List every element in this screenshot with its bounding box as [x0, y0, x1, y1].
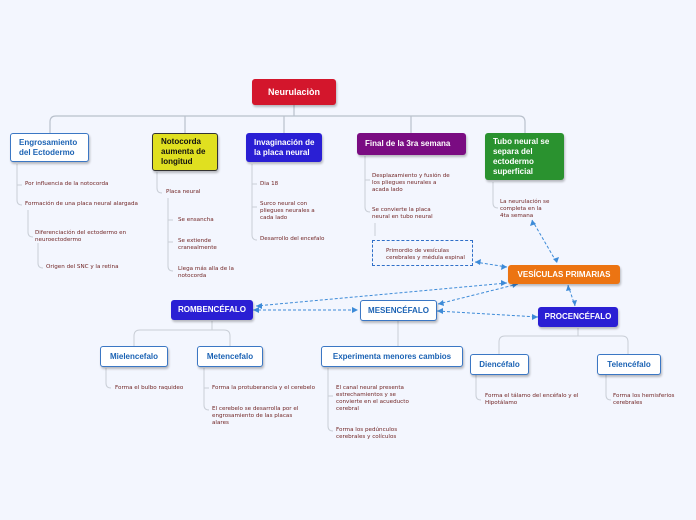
branch-final-label: Final de la 3ra semana — [365, 139, 451, 148]
metencefalo-label: Metencefalo — [206, 351, 254, 361]
ectodermo-item-2: Formación de una placa neural alargada — [25, 201, 138, 207]
root-node[interactable]: Neurulaciòn — [252, 79, 336, 105]
mielencefalo-label: Mielencefalo — [109, 351, 158, 361]
prosencefalo-node[interactable]: PROCENCÉFALO — [538, 307, 618, 327]
notocorda-subitem-1: Se ensancha — [178, 217, 214, 223]
branch-invaginacion[interactable]: Invaginación de la placa neural — [246, 133, 322, 162]
cambios-label: Experimenta menores cambios — [332, 351, 452, 361]
branch-notocorda-label: Notocorda aumenta de longitud — [161, 137, 206, 166]
branch-invaginacion-label: Invaginación de la placa neural — [254, 137, 315, 157]
diencefalo-label: Diencéfalo — [479, 359, 520, 369]
mielencefalo-node[interactable]: Mielencefalo — [100, 346, 168, 367]
notocorda-subitem-3: Llega más alla de la notocorda — [178, 266, 234, 279]
invaginacion-item-1: Dia 18 — [260, 181, 279, 187]
branch-notocorda[interactable]: Notocorda aumenta de longitud — [152, 133, 218, 171]
final-item-2: Se convierte la placa neural en tubo neu… — [372, 207, 433, 220]
branch-ectodermo-label: Engrosamiento del Ectodermo — [19, 137, 78, 157]
mesencefalo-label: MESENCÉFALO — [368, 305, 429, 315]
mielencefalo-item: Forma el bulbo raquideo — [115, 385, 184, 391]
branch-tubo[interactable]: Tubo neural se separa del ectodermo supe… — [485, 133, 564, 180]
final-item-1: Desplazamiento y fusión de los pliegues … — [372, 173, 450, 193]
notocorda-subitem-2: Se extiende cranealmente — [178, 238, 217, 251]
vesiculas-node[interactable]: VESÍCULAS PRIMARIAS — [508, 265, 620, 284]
rombencefalo-label: ROMBENCÉFALO — [178, 305, 246, 314]
diencefalo-node[interactable]: Diencéfalo — [470, 354, 529, 375]
final-sub-box — [372, 240, 473, 266]
metencefalo-item-2: El cerebelo se desarrolla por el engrosa… — [212, 406, 299, 426]
diencefalo-item: Forma el tálamo del encéfalo y el Hipotá… — [485, 393, 579, 406]
ectodermo-item-1: Por influencia de la notocorda — [25, 181, 109, 187]
branch-tubo-label: Tubo neural se separa del ectodermo supe… — [493, 136, 550, 176]
tubo-item: La neurulación se completa en la 4ta sem… — [500, 199, 550, 219]
root-label: Neurulaciòn — [267, 87, 320, 97]
telencefalo-item: Forma los hemisferios cerebrales — [613, 393, 675, 406]
cambios-node[interactable]: Experimenta menores cambios — [321, 346, 463, 367]
invaginacion-item-2: Surco neural con pliegues neurales a cad… — [260, 201, 315, 221]
rombencefalo-node[interactable]: ROMBENCÉFALO — [171, 300, 253, 320]
ectodermo-sub: Diferenciación del ectodermo en neuroect… — [35, 230, 127, 243]
branch-ectodermo[interactable]: Engrosamiento del Ectodermo — [10, 133, 89, 162]
cambios-item-2: Forma los pedúnculos cerebrales y colícu… — [336, 427, 398, 440]
prosencefalo-label: PROCENCÉFALO — [544, 312, 612, 321]
metencefalo-node[interactable]: Metencefalo — [197, 346, 263, 367]
final-sub: Primordio de vesículas cerebrales y médu… — [386, 248, 465, 261]
vesiculas-label: VESÍCULAS PRIMARIAS — [517, 269, 611, 279]
ectodermo-subsub: Origen del SNC y la retina — [46, 264, 119, 270]
cambios-item-1: El canal neural presenta estrechamientos… — [336, 385, 409, 412]
invaginacion-item-3: Desarrollo del encefalo — [260, 236, 325, 242]
notocorda-item: Placa neural — [166, 189, 201, 195]
telencefalo-node[interactable]: Telencéfalo — [597, 354, 661, 375]
branch-final[interactable]: Final de la 3ra semana — [357, 133, 466, 155]
metencefalo-item-1: Forma la protuberancia y el cerebelo — [212, 385, 316, 391]
mesencefalo-node[interactable]: MESENCÉFALO — [360, 300, 437, 321]
telencefalo-label: Telencéfalo — [607, 359, 651, 369]
